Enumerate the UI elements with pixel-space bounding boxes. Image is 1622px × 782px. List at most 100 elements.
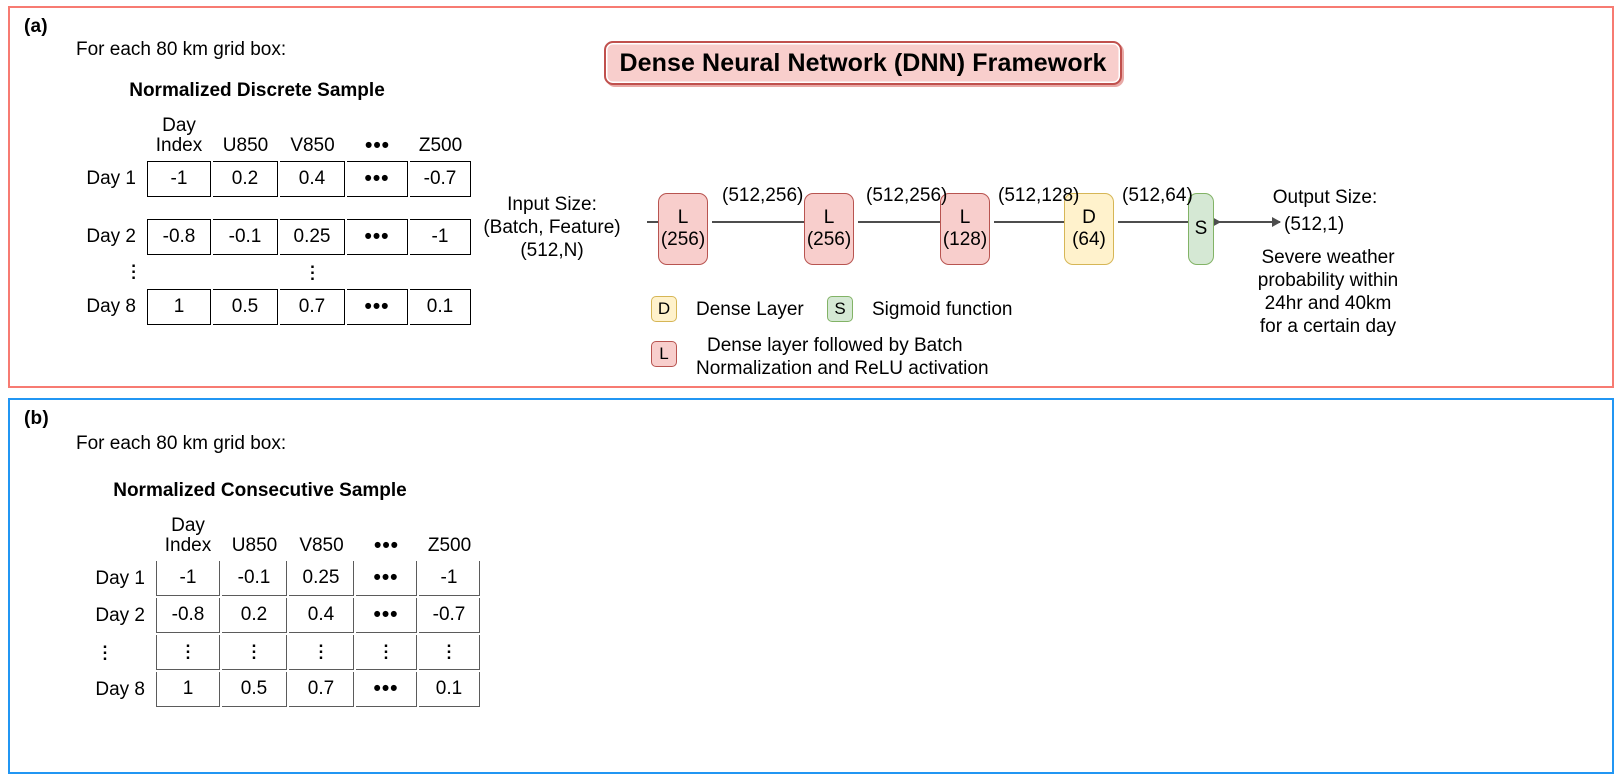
cell-day1-dayindex: -1: [156, 561, 220, 596]
table-row: Day 8 1 0.5 0.7 ••• 0.1: [74, 672, 480, 707]
column-header-day: Day: [171, 515, 205, 536]
vertical-dots-icon: ...: [251, 632, 257, 663]
node-dense-d64: D (64): [1064, 193, 1114, 265]
node-d64-title: D: [1082, 207, 1096, 228]
column-header-u850: U850: [222, 135, 269, 156]
column-header-v850: V850: [290, 135, 335, 156]
table-header-row: Day Index U850 V850 ••• Z500: [74, 510, 480, 559]
cell-day2-u850: -0.1: [213, 219, 278, 255]
table-row-gap: [74, 199, 471, 217]
column-header-index: Index: [155, 135, 203, 156]
row-gap: [74, 199, 471, 217]
cell-day2-z500: -1: [410, 219, 471, 255]
table-corner-cell: [74, 110, 145, 159]
cell-day2-u850: 0.2: [222, 598, 287, 633]
cell-vertical-ellipsis-v850: ...: [280, 252, 345, 287]
cell-day2-dayindex: -0.8: [156, 598, 220, 633]
cell-day8-v850: 0.7: [280, 289, 345, 325]
node-l3-sub: (128): [942, 229, 988, 250]
panel-b-sample-table: Day Index U850 V850 ••• Z500 Day 1 -1 -0…: [72, 508, 482, 709]
panel-a-sample-title: Normalized Discrete Sample: [129, 80, 385, 101]
vertical-dots-icon: ...: [318, 632, 324, 663]
cell-day8-z500: 0.1: [410, 289, 471, 325]
row-label-day8: Day 8: [95, 678, 145, 700]
cell-day1-z500: -1: [419, 561, 480, 596]
legend-chip-dense: D: [651, 296, 677, 322]
table-row: Day 2 -0.8 0.2 0.4 ••• -0.7: [74, 598, 480, 633]
cell-vertical-ellipsis-mid: ...: [356, 632, 417, 670]
legend-text-l-block-line1: Dense layer followed by Batch: [707, 335, 963, 356]
column-header-z500: Z500: [427, 535, 472, 556]
node-sigmoid-title: S: [1194, 218, 1208, 239]
row-label-vertical-ellipsis: ...: [74, 632, 154, 670]
cell-vertical-ellipsis-v850: ...: [289, 632, 354, 670]
panel-a-dnn: (a) For each 80 km grid box: Normalized …: [8, 6, 1614, 388]
cell-vertical-ellipsis-dayindex: [147, 257, 211, 287]
panel-a-output-desc-line2: probability within: [1257, 270, 1399, 291]
panel-a-label: (a): [24, 16, 48, 37]
row-label-day1: Day 1: [95, 567, 145, 589]
node-l2-title: L: [823, 207, 835, 228]
node-l1-sub: (256): [660, 229, 706, 250]
legend-chip-l-block: L: [651, 341, 677, 367]
panel-a-sample-table: Day Index U850 V850 ••• Z500 Day 1 -1 0.…: [72, 108, 473, 327]
edge-label-l3-d: (512,128): [998, 185, 1080, 206]
cell-day8-ellipsis: •••: [347, 289, 408, 325]
cell-day8-dayindex: 1: [147, 289, 211, 325]
row-label-day2: Day 2: [95, 604, 145, 626]
column-header-day-index: Day Index: [156, 510, 220, 559]
cell-day8-z500: 0.1: [419, 672, 480, 707]
table-vertical-ellipsis-row: ... ...: [74, 252, 471, 287]
node-dense-l1: L (256): [658, 193, 708, 265]
table-row: Day 8 1 0.5 0.7 ••• 0.1: [74, 289, 471, 325]
panel-a-intro-text: For each 80 km grid box:: [76, 39, 287, 60]
cell-day8-u850: 0.5: [213, 289, 278, 325]
panel-a-input-size-line2: (Batch, Feature): [483, 217, 621, 238]
column-header-u850: U850: [231, 535, 278, 556]
cell-day8-dayindex: 1: [156, 672, 220, 707]
cell-day2-v850: 0.4: [289, 598, 354, 633]
cell-vertical-ellipsis-u850: [213, 257, 278, 287]
table-vertical-ellipsis-row: ... ... ... ... ... ...: [74, 632, 480, 670]
panel-a-output-desc-line3: 24hr and 40km: [1264, 293, 1392, 314]
legend-text-dense: Dense Layer: [696, 299, 804, 320]
row-label-day1: Day 1: [86, 168, 136, 189]
cell-day1-u850: 0.2: [213, 161, 278, 197]
panel-b-label: (b): [24, 408, 49, 429]
node-dense-l3: L (128): [940, 193, 990, 265]
node-l3-title: L: [959, 207, 971, 228]
vertical-dots-icon: ...: [131, 252, 136, 283]
panel-a-title-banner: Dense Neural Network (DNN) Framework: [604, 41, 1122, 85]
cell-vertical-ellipsis-z500: [410, 257, 471, 287]
column-header-ellipsis: •••: [364, 134, 391, 157]
vertical-dots-icon: ...: [185, 632, 191, 663]
cell-day1-v850: 0.25: [289, 561, 354, 596]
edge-label-l2-l3: (512,256): [866, 185, 948, 206]
cell-day8-ellipsis: •••: [356, 672, 417, 707]
panel-a-output-shape: (512,1): [1284, 214, 1345, 235]
node-l1-title: L: [677, 207, 689, 228]
column-header-day: Day: [162, 115, 196, 136]
edge-label-l1-l2: (512,256): [722, 185, 804, 206]
legend-chip-sigmoid: S: [827, 296, 853, 322]
table-row: Day 2 -0.8 -0.1 0.25 ••• -1: [74, 219, 471, 255]
panel-a-output-desc-line1: Severe weather: [1261, 247, 1395, 268]
vertical-dots-icon: ...: [446, 632, 452, 663]
cell-vertical-ellipsis-z500: ...: [419, 632, 480, 670]
row-label-day2: Day 2: [86, 226, 136, 247]
row-label-vertical-ellipsis: ...: [74, 252, 145, 287]
column-header-index: Index: [164, 535, 212, 556]
cell-day1-v850: 0.4: [280, 161, 345, 197]
row-label-day8: Day 8: [86, 296, 136, 317]
arrow-s-to-output: [1216, 217, 1281, 227]
node-d64-sub: (64): [1072, 229, 1106, 250]
vertical-dots-icon: ...: [102, 632, 108, 664]
vertical-dots-icon: ...: [383, 632, 389, 663]
edge-label-d-s: (512,64): [1122, 185, 1193, 206]
cell-day1-ellipsis: •••: [347, 161, 408, 197]
cell-day2-ellipsis: •••: [356, 598, 417, 633]
column-header-v850: V850: [299, 535, 344, 556]
vertical-dots-icon: ...: [310, 252, 315, 284]
cell-day8-v850: 0.7: [289, 672, 354, 707]
